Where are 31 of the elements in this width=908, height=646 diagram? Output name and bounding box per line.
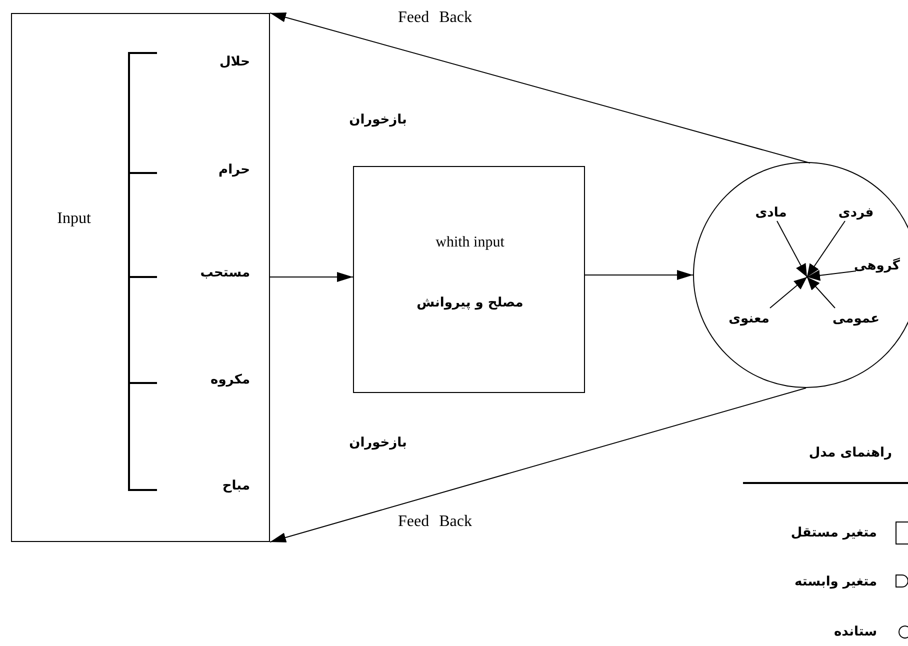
factor-label: فردی [838,206,874,220]
process-box [353,166,585,393]
factor-label: مادی [755,206,787,220]
factor-label: معنوی [728,312,770,326]
category-label: مستحب [200,266,250,280]
factor-label: عمومی [832,312,880,326]
legend-text: ستانده [834,624,877,640]
arrow [806,276,836,308]
arrow [806,220,846,278]
arrow [776,220,808,278]
legend-text: متغیر مستقل [790,526,877,540]
box-text: whith input [436,234,504,252]
legend-text: متغیر وابسته [794,574,877,590]
category-label: مکروه [210,372,250,388]
feedback-label: بازخوران [349,112,407,128]
feedback-label: بازخوران [349,436,407,450]
category-label: مباح [222,478,250,494]
arrow [806,270,856,281]
input-box [11,13,270,542]
feedback-arrow [270,12,810,164]
category-label: حلال [219,54,250,70]
feedback-arrow [270,388,806,542]
legend-heading: راهنمای مدل [808,446,892,460]
arrow [270,272,354,282]
arrow [584,270,694,280]
factor-label: گروهی [854,258,900,274]
arrow [770,276,808,308]
scope-circle [693,162,908,388]
box-text: مصلح و پیروانش [416,296,524,310]
category-label: حرام [218,162,250,178]
box-text: Input [57,210,91,228]
